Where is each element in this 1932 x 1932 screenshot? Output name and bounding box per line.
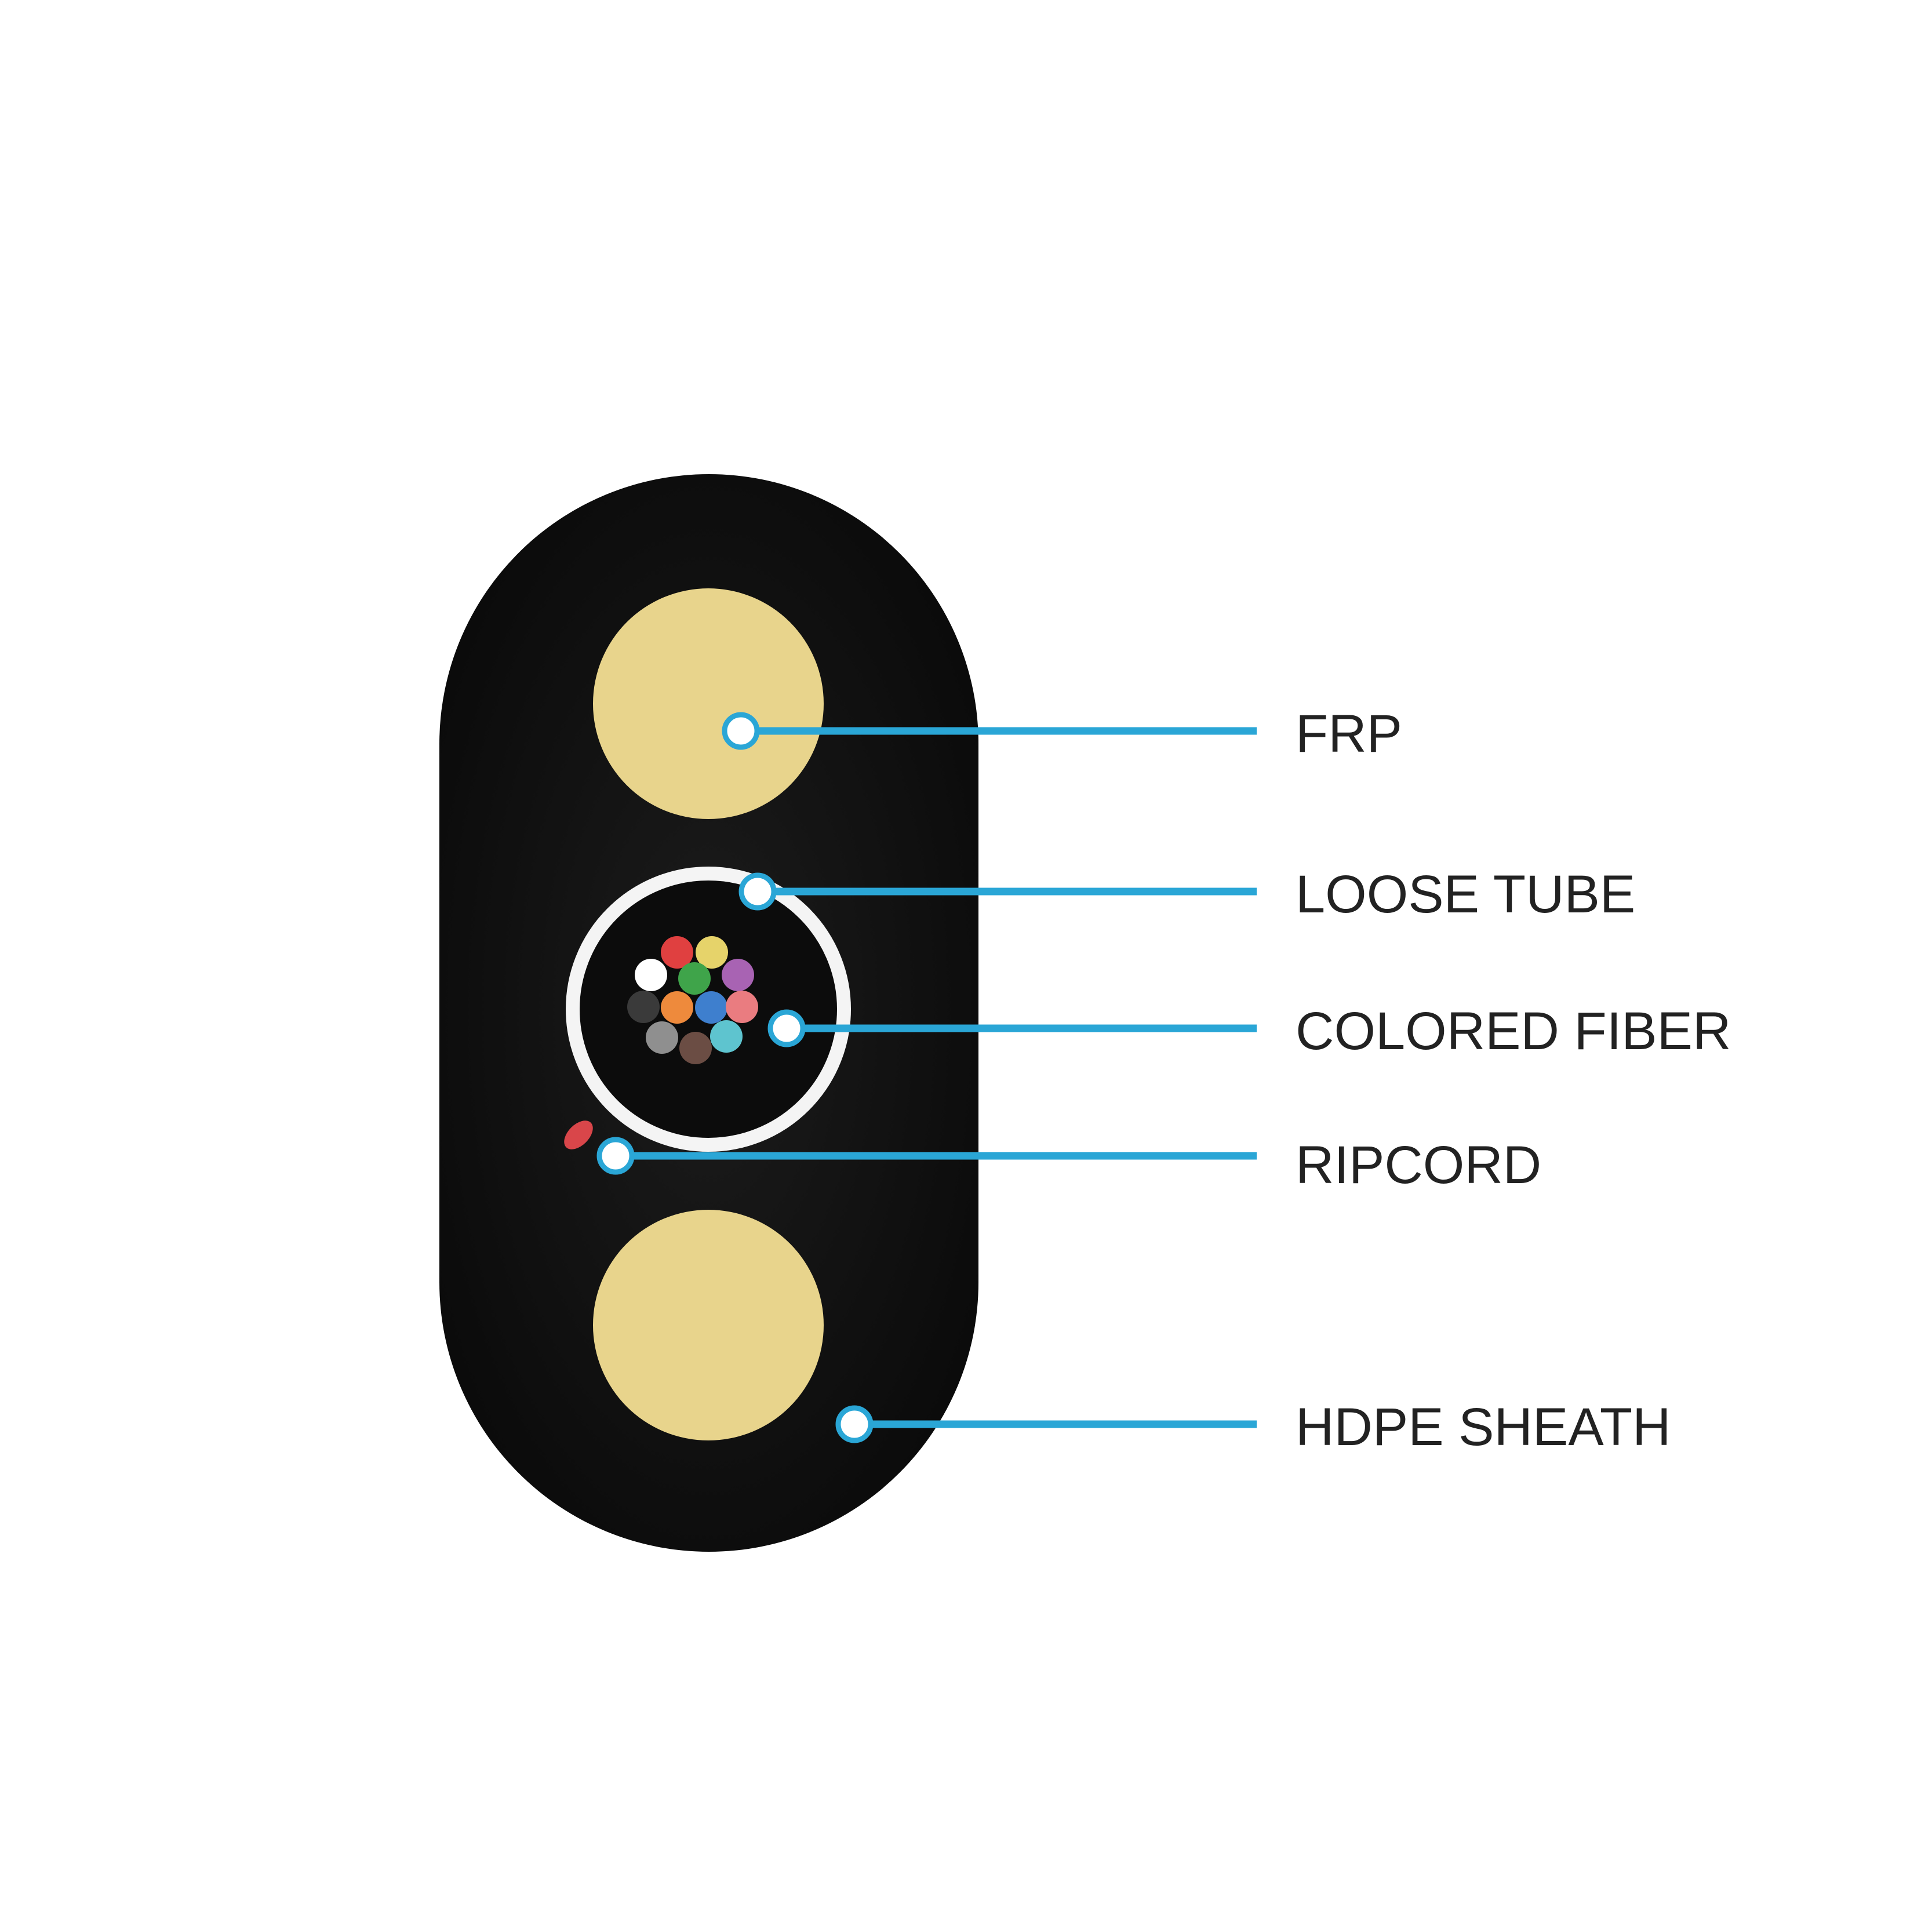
- fiber: [661, 991, 693, 1024]
- colored-fibers: [627, 936, 758, 1064]
- label-colored-fiber: COLORED FIBER: [1296, 1002, 1731, 1061]
- fiber: [635, 959, 667, 991]
- fiber: [722, 959, 754, 991]
- label-ripcord: RIPCORD: [1296, 1136, 1541, 1195]
- leader-ripcord: RIPCORD: [596, 1136, 1541, 1195]
- leader-hdpe-sheath: HDPE SHEATH: [835, 1398, 1671, 1457]
- ripcord-pointer-dot: [596, 1137, 635, 1175]
- label-loose-tube: LOOSE TUBE: [1296, 865, 1635, 924]
- colored-fiber-pointer-dot: [767, 1009, 806, 1047]
- frp-pointer-dot: [722, 712, 760, 750]
- fiber: [679, 1032, 712, 1064]
- hdpe-sheath-pointer-dot: [835, 1405, 874, 1443]
- fiber: [695, 991, 727, 1024]
- label-frp: FRP: [1296, 704, 1402, 763]
- leader-frp: FRP: [722, 704, 1402, 763]
- fiber: [710, 1020, 743, 1053]
- fiber: [646, 1021, 678, 1054]
- leader-loose-tube: LOOSE TUBE: [738, 865, 1635, 924]
- fiber: [678, 962, 711, 995]
- ripcord: [564, 1120, 593, 1149]
- fiber: [696, 936, 728, 969]
- frp-bottom: [593, 1210, 824, 1440]
- frp-top: [593, 588, 824, 819]
- leader-colored-fiber: COLORED FIBER: [767, 1002, 1731, 1061]
- fiber: [627, 991, 660, 1023]
- fiber: [661, 936, 693, 969]
- loose-tube-pointer-dot: [738, 872, 777, 911]
- fiber: [726, 991, 758, 1023]
- label-hdpe-sheath: HDPE SHEATH: [1296, 1398, 1671, 1457]
